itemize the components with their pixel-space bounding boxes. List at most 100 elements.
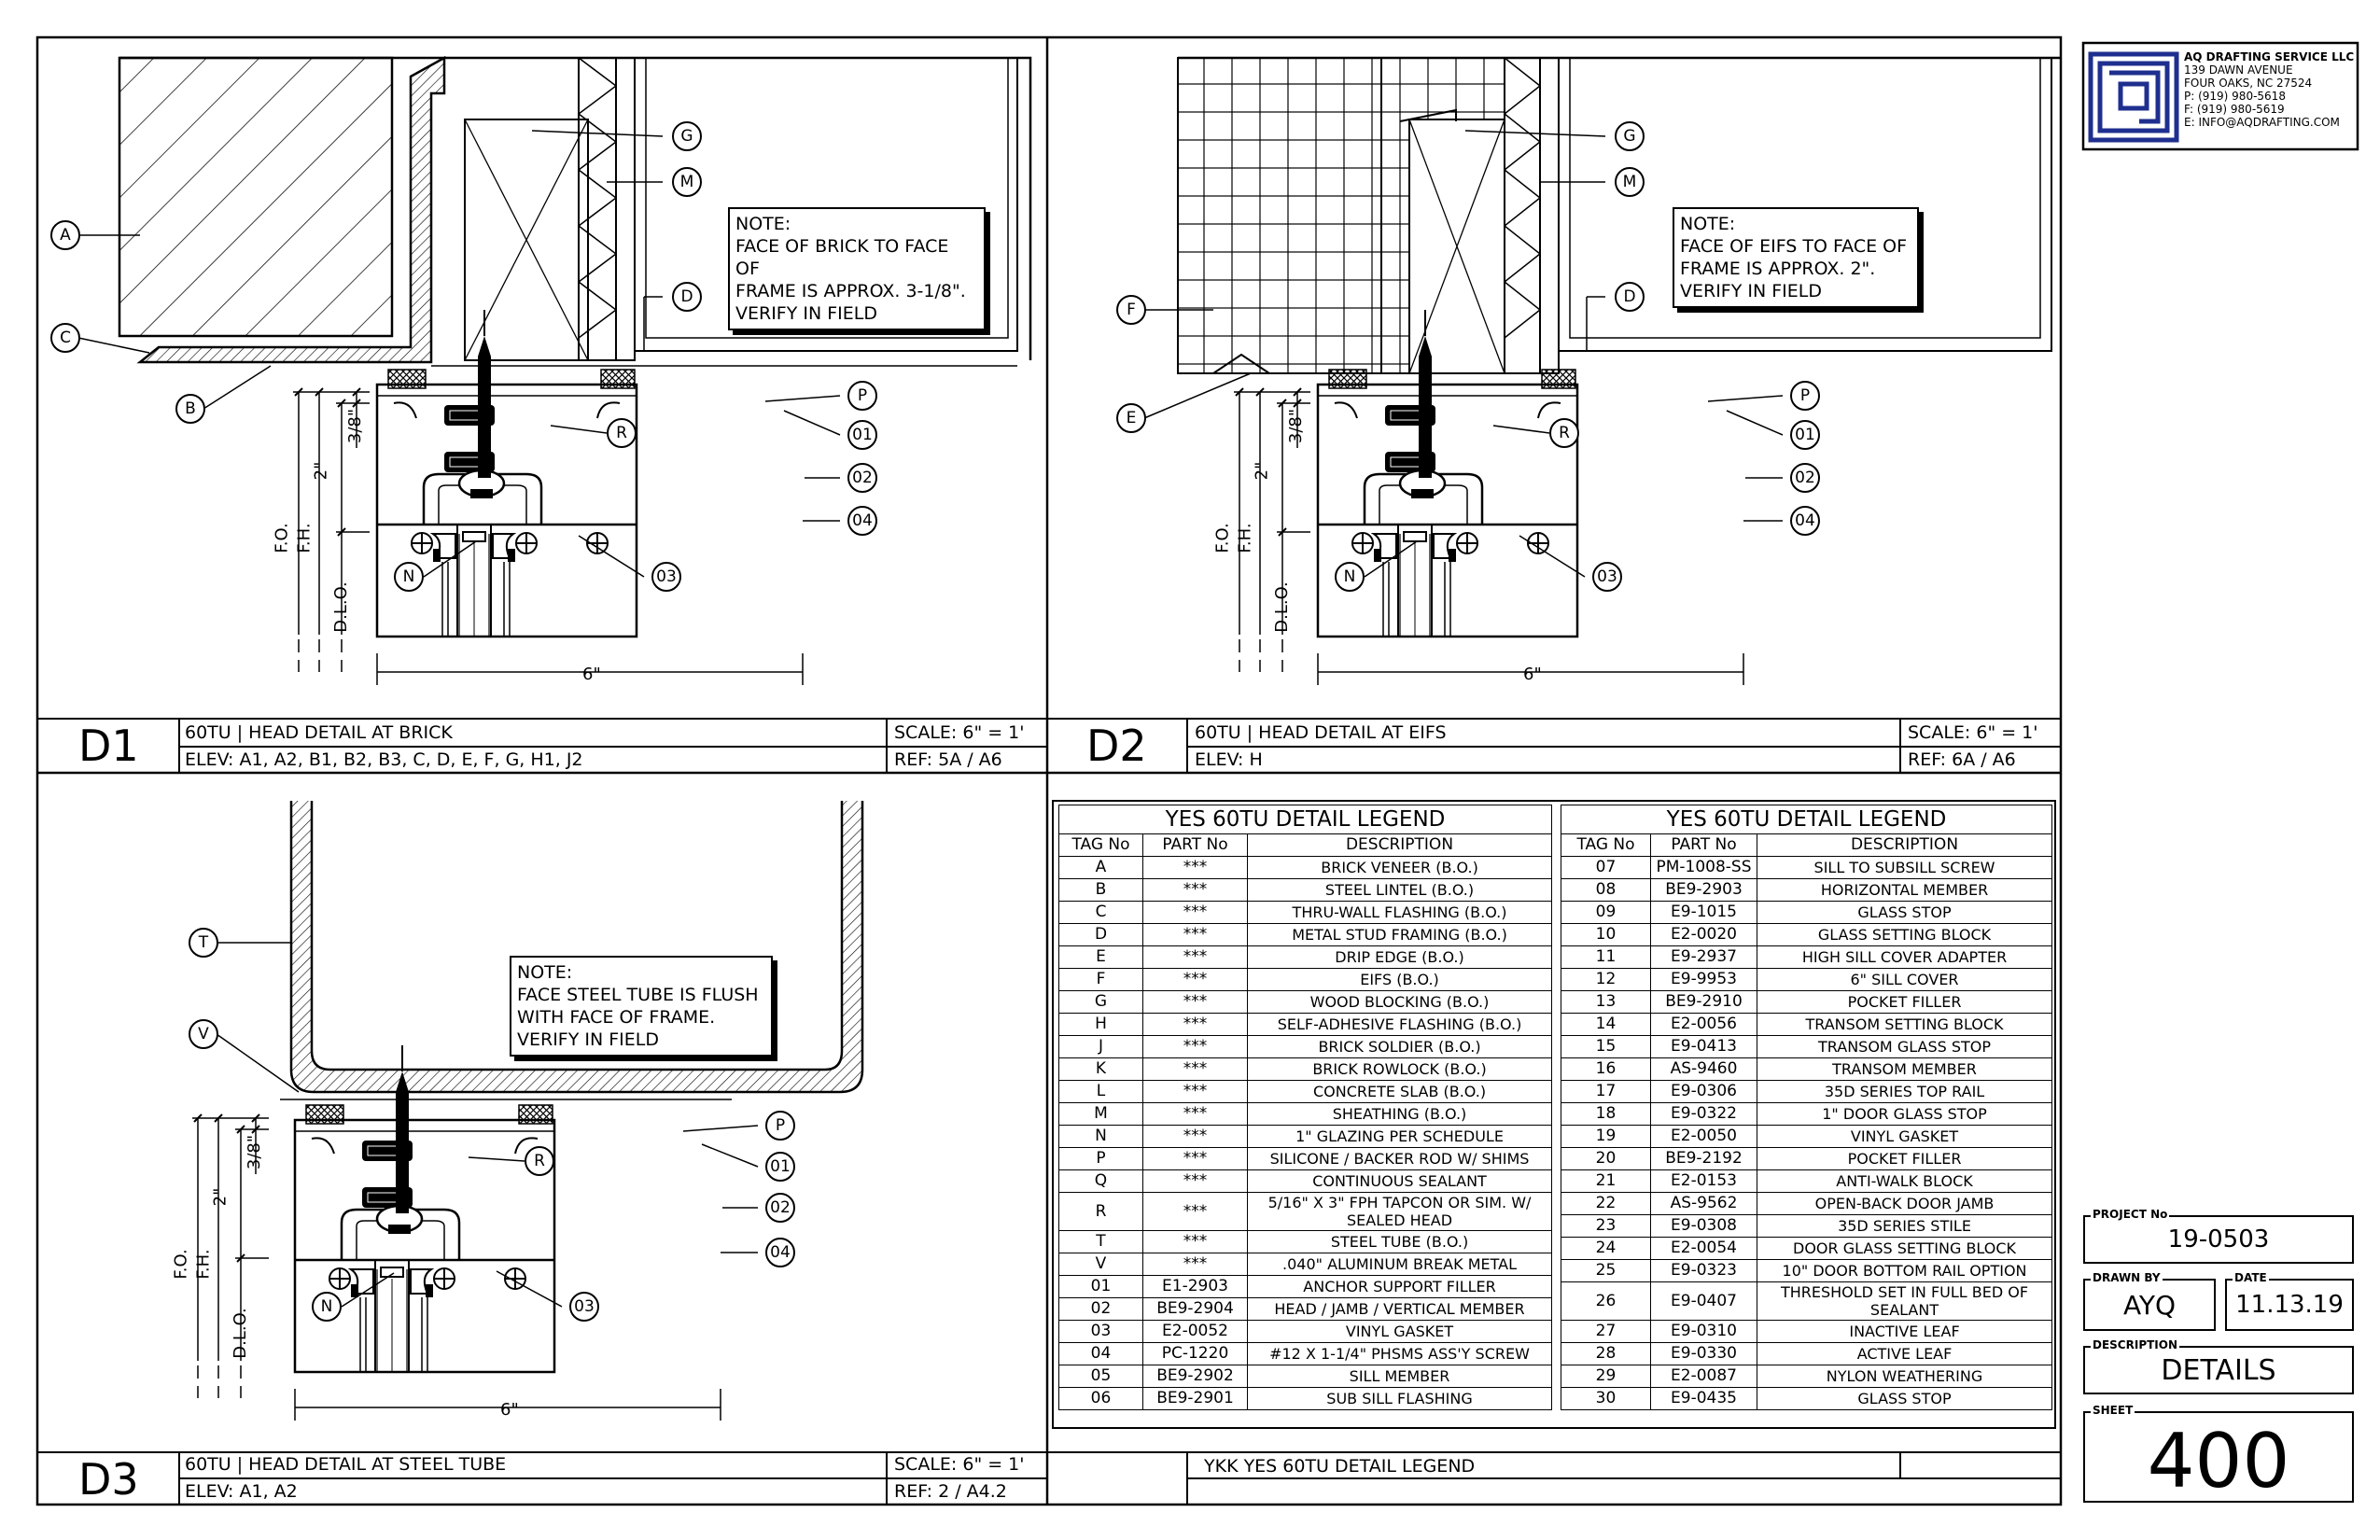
detail-number: D1 xyxy=(78,721,139,771)
cell-tag: 23 xyxy=(1561,1214,1651,1238)
tag-bubble: A xyxy=(50,220,80,250)
cell-tag: 15 xyxy=(1561,1035,1651,1058)
detail-title: 60TU | HEAD DETAIL AT EIFS xyxy=(1195,722,1447,743)
cell-tag: B xyxy=(1058,878,1143,902)
detail-d1-drawing xyxy=(77,55,1032,685)
cell-part: PM-1008-SS xyxy=(1650,856,1757,879)
table-row: P***SILICONE / BACKER ROD W/ SHIMS xyxy=(1058,1147,1553,1170)
cell-part: E2-0153 xyxy=(1650,1169,1757,1193)
tag-bubble: E xyxy=(1116,403,1146,433)
legend-table-left: YES 60TU DETAIL LEGEND TAG No PART No DE… xyxy=(1057,805,1553,1410)
cell-part: *** xyxy=(1142,1057,1248,1081)
legend-title: YES 60TU DETAIL LEGEND xyxy=(1560,805,2053,834)
table-row: G***WOOD BLOCKING (B.O.) xyxy=(1058,990,1553,1014)
cell-part: E9-0330 xyxy=(1650,1342,1757,1365)
tag-bubble: N xyxy=(312,1292,342,1322)
cell-part: AS-9460 xyxy=(1650,1057,1757,1081)
legend-title: YES 60TU DETAIL LEGEND xyxy=(1057,805,1553,834)
cell-desc: 35D SERIES TOP RAIL xyxy=(1756,1080,2053,1103)
detail-d3-drawing xyxy=(191,801,864,1421)
cell-part: *** xyxy=(1142,1230,1248,1253)
cell-part: E2-0087 xyxy=(1650,1365,1757,1388)
cell-part: BE9-2910 xyxy=(1650,990,1757,1014)
cell-tag: 27 xyxy=(1561,1320,1651,1343)
cell-desc: POCKET FILLER xyxy=(1756,1147,2053,1170)
tag-bubble: 03 xyxy=(651,562,681,592)
tag-bubble: F xyxy=(1116,295,1146,325)
tag-bubble: P xyxy=(847,381,877,411)
tag-bubble: T xyxy=(189,928,218,958)
table-row: C***THRU-WALL FLASHING (B.O.) xyxy=(1058,901,1553,924)
cell-part: E9-0306 xyxy=(1650,1080,1757,1103)
dim-fh: F.H. xyxy=(193,1249,214,1280)
drawn-by-box: DRAWN BY AYQ xyxy=(2083,1271,2216,1331)
tag-bubble: 02 xyxy=(765,1193,795,1223)
cell-desc: ANTI-WALK BLOCK xyxy=(1756,1169,2053,1193)
cell-tag: P xyxy=(1058,1147,1143,1170)
cell-desc: TRANSOM MEMBER xyxy=(1756,1057,2053,1081)
cell-tag: 22 xyxy=(1561,1192,1651,1215)
detail-scale: SCALE: 6" = 1' xyxy=(894,722,1025,743)
cell-tag: 08 xyxy=(1561,878,1651,902)
cell-desc: DRIP EDGE (B.O.) xyxy=(1246,945,1553,969)
cell-desc: BRICK ROWLOCK (B.O.) xyxy=(1246,1057,1553,1081)
desc-label: DESCRIPTION xyxy=(2091,1338,2180,1351)
tag-bubble: P xyxy=(765,1111,795,1141)
cell-desc: #12 X 1-1/4" PHSMS ASS'Y SCREW xyxy=(1246,1342,1553,1365)
cell-part: *** xyxy=(1142,968,1248,991)
company-address1: 139 DAWN AVENUE xyxy=(2184,63,2293,77)
cell-desc: METAL STUD FRAMING (B.O.) xyxy=(1246,923,1553,946)
cell-tag: 21 xyxy=(1561,1169,1651,1193)
cell-desc: STEEL TUBE (B.O.) xyxy=(1246,1230,1553,1253)
dim-6in: 6" xyxy=(1523,665,1542,684)
cell-desc: GLASS STOP xyxy=(1756,901,2053,924)
cell-desc: THRU-WALL FLASHING (B.O.) xyxy=(1246,901,1553,924)
tag-bubble: G xyxy=(672,121,702,151)
cell-part: E2-0020 xyxy=(1650,923,1757,946)
cell-part: E9-0323 xyxy=(1650,1259,1757,1282)
company-logo xyxy=(2088,51,2179,143)
cell-tag: 01 xyxy=(1058,1275,1143,1298)
dim-6in: 6" xyxy=(582,665,601,684)
note-d3: NOTE: FACE STEEL TUBE IS FLUSH WITH FACE… xyxy=(510,956,773,1057)
project-number-box: PROJECT No 19-0503 xyxy=(2083,1208,2354,1264)
cell-part: *** xyxy=(1142,945,1248,969)
cell-tag: 13 xyxy=(1561,990,1651,1014)
cell-part: *** xyxy=(1142,901,1248,924)
dim-fo: F.O. xyxy=(1212,523,1233,553)
cell-desc: ANCHOR SUPPORT FILLER xyxy=(1246,1275,1553,1298)
table-row: N***1" GLAZING PER SCHEDULE xyxy=(1058,1125,1553,1148)
col-part: PART No xyxy=(1142,833,1248,857)
sheet-number: 400 xyxy=(2147,1417,2290,1505)
cell-desc: THRESHOLD SET IN FULL BED OF SEALANT xyxy=(1756,1281,2053,1321)
cell-tag: K xyxy=(1058,1057,1143,1081)
detail-ref: REF: 2 / A4.2 xyxy=(894,1481,1007,1502)
cell-part: E9-0435 xyxy=(1650,1387,1757,1410)
cell-part: E2-0056 xyxy=(1650,1013,1757,1036)
tag-bubble: P xyxy=(1790,381,1820,411)
cell-part: *** xyxy=(1142,1080,1248,1103)
dim-3-8in: 3/8" xyxy=(345,408,366,444)
dim-2in: 2" xyxy=(311,461,331,481)
tag-bubble: 04 xyxy=(1790,506,1820,536)
cell-desc: CONCRETE SLAB (B.O.) xyxy=(1246,1080,1553,1103)
cell-desc: BRICK VENEER (B.O.) xyxy=(1246,856,1553,879)
cell-tag: 19 xyxy=(1561,1125,1651,1148)
table-row: B***STEEL LINTEL (B.O.) xyxy=(1058,878,1553,902)
drawn-label: DRAWN BY xyxy=(2091,1271,2163,1284)
table-row: V***.040" ALUMINUM BREAK METAL xyxy=(1058,1253,1553,1276)
cell-desc: BRICK SOLDIER (B.O.) xyxy=(1246,1035,1553,1058)
detail-ref: REF: 6A / A6 xyxy=(1908,749,2016,770)
